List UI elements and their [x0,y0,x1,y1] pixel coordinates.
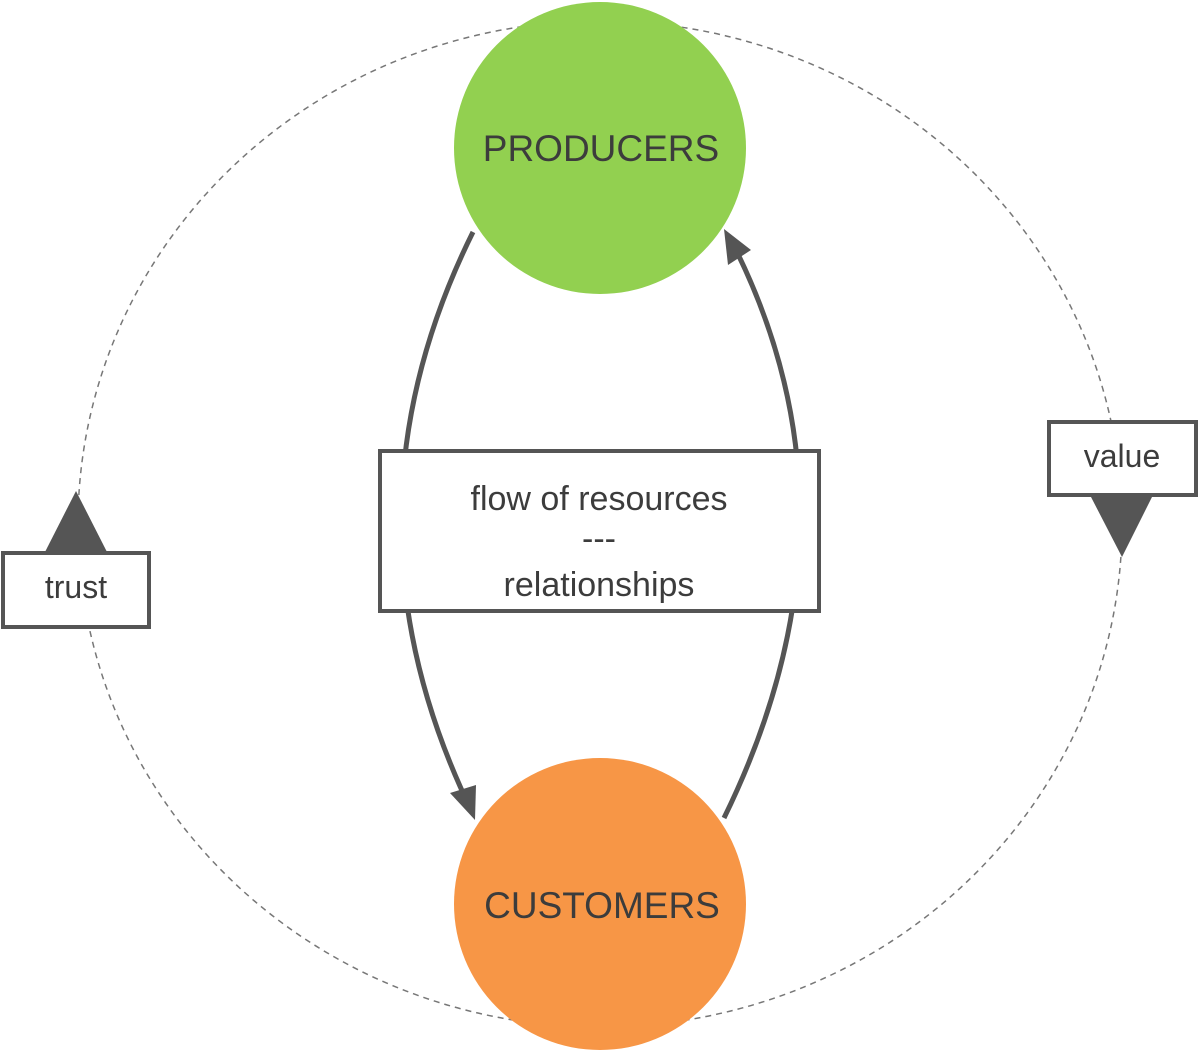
arrowhead-down-icon [450,785,476,820]
arrowhead-up-icon [724,229,751,265]
trust-tag: trust [1,491,151,629]
value-tag: value [1047,420,1198,557]
center-box-line2: --- [582,520,616,558]
customers-label: CUSTOMERS [484,885,720,926]
producers-label: PRODUCERS [483,128,719,169]
producers-node: PRODUCERS [454,2,746,294]
value-arrow-down-icon [1091,497,1152,557]
value-label: value [1084,438,1161,474]
trust-label: trust [45,569,107,605]
center-box-line3: relationships [504,566,695,604]
customers-node: CUSTOMERS [454,758,746,1050]
trust-arrow-up-icon [45,491,107,552]
center-box: flow of resources --- relationships [378,449,821,613]
center-box-line1: flow of resources [471,480,728,518]
